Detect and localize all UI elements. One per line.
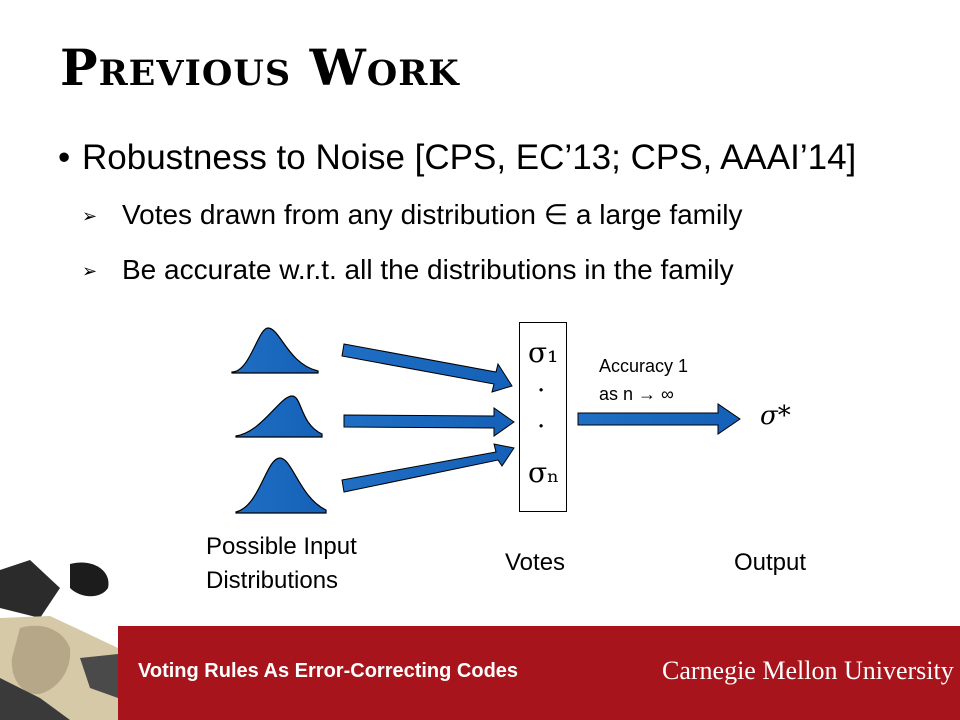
arrow-1 bbox=[341, 343, 513, 393]
sub-bullet-1: ➢ Votes drawn from any distribution ∈ a l… bbox=[82, 198, 742, 231]
course-title: Voting Rules As Error-Correcting Codes bbox=[138, 660, 519, 682]
label-votes: Votes bbox=[505, 549, 566, 576]
accuracy-line-1: Accuracy 1 bbox=[599, 356, 689, 376]
votes-box bbox=[519, 322, 567, 512]
arrow-3 bbox=[341, 443, 515, 493]
bullet-dot-icon: • bbox=[58, 138, 71, 177]
distribution-curve-2 bbox=[235, 395, 323, 438]
output-arrow bbox=[577, 403, 741, 435]
label-inputs-line-2: Distributions bbox=[206, 567, 339, 594]
label-inputs-line-1: Possible Input bbox=[206, 533, 357, 560]
slide-title: Previous Work bbox=[60, 38, 460, 97]
output-sigma-star: σ* bbox=[760, 401, 791, 431]
footer-bar bbox=[0, 626, 960, 720]
main-bullet: • Robustness to Noise [CPS, EC’13; CPS, A… bbox=[58, 138, 856, 178]
sigma-n: σₙ bbox=[528, 456, 560, 489]
sub-bullet-1-text: Votes drawn from any distribution ∈ a la… bbox=[122, 199, 743, 230]
arrowhead-bullet-icon: ➢ bbox=[82, 261, 98, 282]
accuracy-line-2: as n → ∞ bbox=[599, 384, 674, 404]
sub-bullet-2-text: Be accurate w.r.t. all the distributions… bbox=[122, 254, 734, 285]
arrow-2 bbox=[343, 407, 515, 437]
sub-bullet-2: ➢ Be accurate w.r.t. all the distribution… bbox=[82, 254, 734, 286]
distribution-curve-1 bbox=[231, 327, 319, 374]
footer-portrait-image bbox=[0, 558, 118, 720]
main-bullet-text: Robustness to Noise [CPS, EC’13; CPS, AA… bbox=[82, 138, 857, 177]
ellipsis-dot-2: · bbox=[537, 412, 546, 442]
university-logo-text: Carnegie Mellon University bbox=[662, 656, 954, 685]
arrowhead-bullet-icon: ➢ bbox=[82, 206, 98, 227]
ellipsis-dot-1: · bbox=[537, 376, 546, 406]
sigma-1: σ₁ bbox=[528, 336, 559, 369]
distribution-curve-3 bbox=[235, 457, 327, 514]
label-output: Output bbox=[734, 549, 807, 576]
